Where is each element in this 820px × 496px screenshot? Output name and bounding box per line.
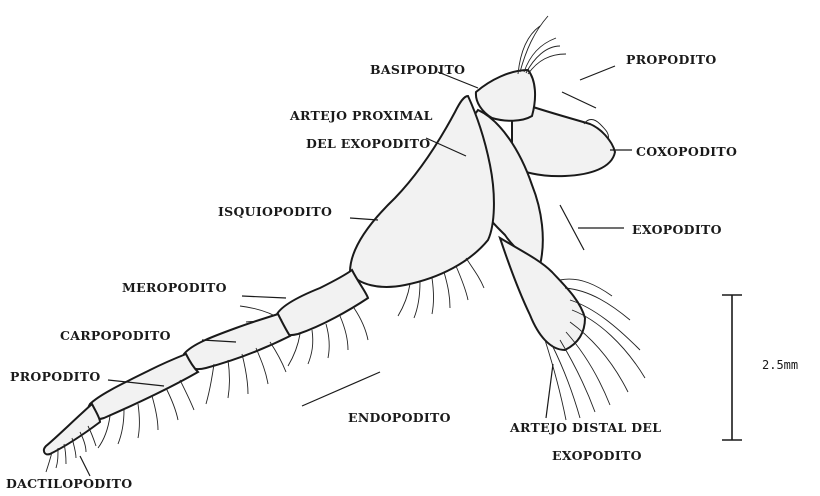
label-endopodito: ENDOPODITO [348, 410, 451, 425]
label-propodito-leg: PROPODITO [10, 369, 101, 384]
label-carpopodito: CARPOPODITO [60, 328, 171, 343]
label-dactilopodito: DACTILOPODITO [6, 476, 132, 491]
propodito-segment [88, 354, 198, 419]
meropodito-segment [276, 270, 368, 335]
top-setae [518, 16, 566, 74]
label-basipodito: BASIPODITO [370, 62, 465, 77]
label-artejo-proximal-line2: DEL EXOPODITO [306, 136, 430, 151]
label-propodito-top: PROPODITO [626, 52, 717, 67]
label-artejo-distal-line1: ARTEJO DISTAL DEL [509, 420, 661, 435]
appendage-drawing [44, 16, 645, 472]
label-coxopodito: COXOPODITO [636, 144, 737, 159]
label-artejo-proximal-line1: ARTEJO PROXIMAL [289, 108, 433, 123]
scale-bar-label: 2.5mm [762, 358, 798, 372]
label-isquiopodito: ISQUIOPODITO [218, 204, 332, 219]
scale-bar: 2.5mm [722, 295, 798, 440]
carpopodito-segment [183, 314, 290, 369]
label-exopodito: EXOPODITO [632, 222, 722, 237]
label-artejo-distal-line2: EXOPODITO [552, 448, 642, 463]
dactilopodito-segment [44, 404, 100, 454]
isquiopodito-segment [350, 96, 494, 287]
label-meropodito: MEROPODITO [122, 280, 227, 295]
